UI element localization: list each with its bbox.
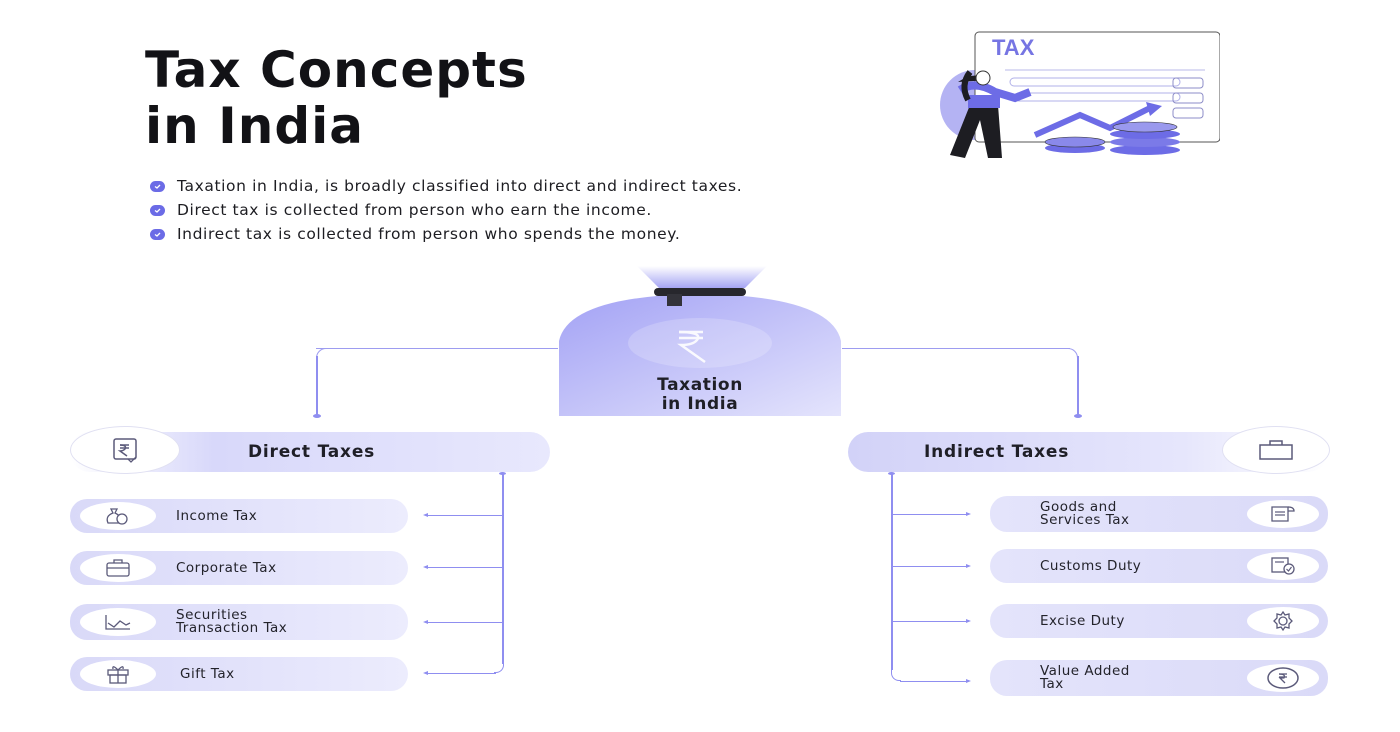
bullet-text: Direct tax is collected from person who … (177, 201, 652, 219)
item-label-line-2: Transaction Tax (176, 620, 288, 636)
arrowhead (423, 671, 428, 675)
bullet-list: Taxation in India, is broadly classified… (150, 174, 742, 246)
item-label-line-1: Goods and (1040, 499, 1117, 515)
gift-icon (80, 660, 156, 688)
item-label: Gift Tax (180, 665, 235, 682)
arrow-income-tax (426, 515, 503, 516)
money-bag-icon (80, 502, 156, 530)
arrowhead (966, 564, 971, 568)
arrow-corporate-tax (426, 567, 503, 568)
check-icon (150, 228, 165, 240)
arrowhead (966, 512, 971, 516)
arrowhead (966, 619, 971, 623)
item-label-line-1: Securities (176, 607, 248, 623)
center-label-line-1: Taxation (657, 375, 743, 395)
check-icon (150, 180, 165, 192)
connector-right-dot (1074, 414, 1082, 418)
center-label-line-2: in India (661, 394, 739, 414)
bullet-item: Taxation in India, is broadly classified… (150, 174, 742, 198)
line-chart-icon (80, 608, 156, 636)
direct-trunk-corner (494, 660, 504, 673)
item-label: Goods and Services Tax (1040, 499, 1130, 528)
item-label-line-1: Value Added (1040, 663, 1130, 679)
page-title: Tax Concepts in India (145, 42, 528, 154)
arrow-gift-tax (426, 673, 496, 674)
arrowhead (423, 565, 428, 569)
item-label: Value Added Tax (1040, 663, 1130, 692)
item-label: Income Tax (176, 507, 258, 524)
arrow-securities-tax (426, 622, 503, 623)
indirect-trunk-dot (888, 472, 895, 475)
connector-left-h (316, 348, 558, 349)
arrow-customs-duty (892, 566, 967, 567)
title-line-2: in India (145, 97, 365, 155)
connector-left-v (316, 356, 318, 415)
rupee-icon (677, 330, 706, 364)
center-label: Taxation in India (557, 376, 843, 414)
center-money-bag: Taxation in India (557, 266, 843, 416)
direct-trunk-dot (499, 472, 506, 475)
bullet-text: Indirect tax is collected from person wh… (177, 225, 681, 243)
arrowhead (966, 679, 971, 683)
item-label: Customs Duty (1040, 557, 1142, 574)
item-label: Excise Duty (1040, 612, 1125, 629)
bullet-item: Direct tax is collected from person who … (150, 198, 742, 222)
rupee-coin-icon (1247, 664, 1319, 692)
item-label-line-2: Tax (1040, 676, 1064, 692)
bullet-text: Taxation in India, is broadly classified… (177, 177, 743, 195)
receipt-icon (1247, 500, 1319, 528)
indirect-trunk-line (891, 474, 893, 670)
item-label: Securities Transaction Tax (176, 607, 288, 636)
arrow-excise-duty (892, 621, 967, 622)
indirect-trunk-corner (891, 668, 901, 681)
direct-trunk-line (502, 474, 504, 664)
bullet-item: Indirect tax is collected from person wh… (150, 222, 742, 246)
arrowhead (423, 620, 428, 624)
rupee-receipt-icon (70, 426, 180, 474)
connector-right-v (1077, 356, 1079, 415)
tax-illustration: TAX (920, 10, 1221, 160)
shopping-bag-icon (1222, 426, 1330, 474)
arrow-vat (900, 681, 967, 682)
check-icon (150, 204, 165, 216)
connector-right-h (842, 348, 1070, 349)
connector-left-dot (313, 414, 321, 418)
connector-left-corner (316, 348, 326, 358)
arrow-gst (892, 514, 967, 515)
item-label-line-2: Services Tax (1040, 512, 1130, 528)
document-check-icon (1247, 552, 1319, 580)
tax-label: TAX (992, 35, 1035, 60)
gear-icon (1247, 607, 1319, 635)
arrowhead (423, 513, 428, 517)
direct-taxes-label: Direct Taxes (248, 442, 376, 462)
title-line-1: Tax Concepts (145, 41, 528, 99)
briefcase-icon (80, 554, 156, 582)
indirect-taxes-label: Indirect Taxes (924, 442, 1070, 462)
item-label: Corporate Tax (176, 559, 277, 576)
